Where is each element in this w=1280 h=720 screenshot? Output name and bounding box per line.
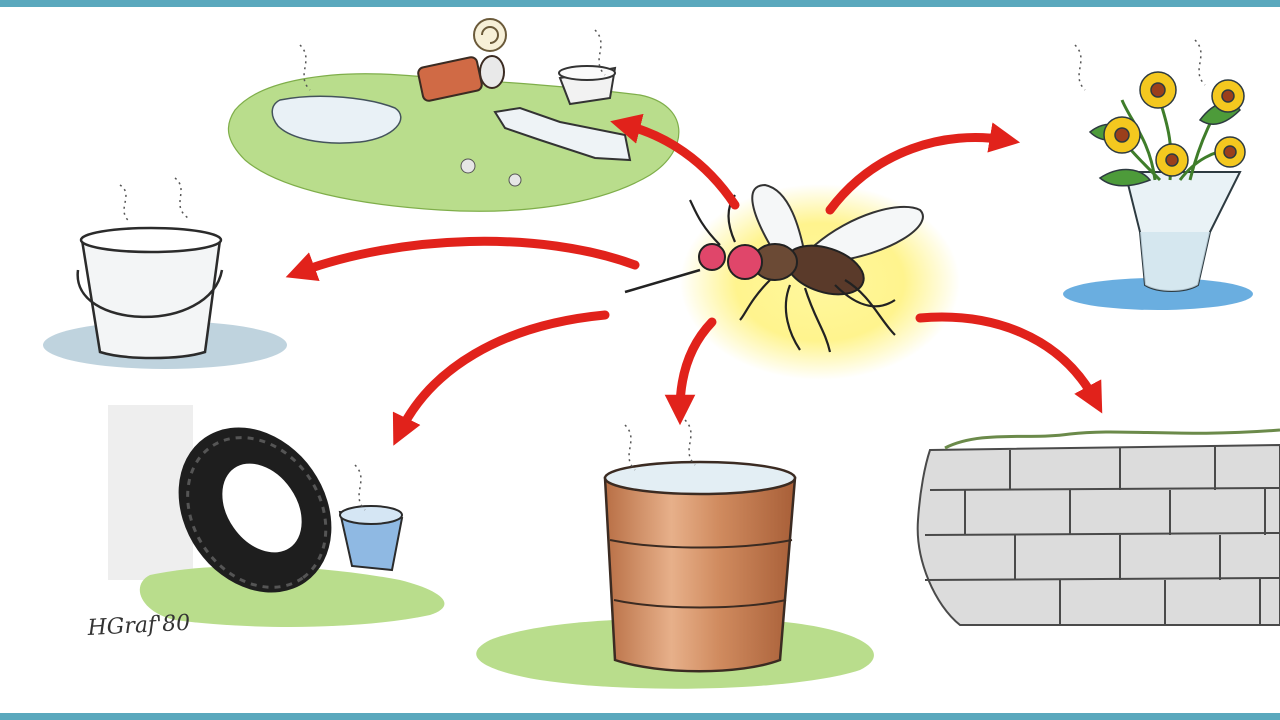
vase-water <box>1140 232 1210 291</box>
mosquito-wing <box>751 183 807 257</box>
cup <box>338 505 404 572</box>
paper <box>473 18 507 52</box>
can <box>417 55 505 102</box>
water-puddle <box>1063 278 1253 310</box>
flowers <box>1088 71 1246 187</box>
mosquito-eye <box>698 243 726 271</box>
barrel-water <box>603 460 797 496</box>
mosquito <box>624 183 960 380</box>
bucket <box>80 238 222 360</box>
frame-border-bottom <box>0 713 1280 720</box>
mosquito-eye <box>727 244 763 280</box>
frame-border-top <box>0 0 1280 7</box>
arrow-to-tire <box>392 310 610 446</box>
signature: HGraf'80 <box>86 611 191 641</box>
mosquito-proboscis <box>624 268 701 294</box>
arrow-to-litter-puddle <box>610 113 740 210</box>
tire-site <box>108 405 445 627</box>
flower-vase-site <box>1063 71 1253 310</box>
stink-lines <box>119 29 1206 511</box>
cup <box>558 65 617 106</box>
litter-puddle-site <box>227 18 680 212</box>
arrows <box>285 113 1103 446</box>
tire <box>178 427 332 593</box>
arrow-to-flower-vase <box>825 122 1021 215</box>
arrow-to-barrel <box>664 317 717 426</box>
bottle <box>493 106 632 162</box>
barrel-site <box>476 460 874 689</box>
wall-site <box>916 428 1280 626</box>
arrow-to-wall <box>915 312 1103 414</box>
mosquito-wing <box>813 205 924 264</box>
bucket-site <box>43 226 287 369</box>
puddle <box>271 95 402 144</box>
grass-patch <box>139 565 445 627</box>
barrel <box>603 476 797 673</box>
brick-lines <box>924 446 1280 625</box>
arrow-to-bucket <box>285 236 640 282</box>
